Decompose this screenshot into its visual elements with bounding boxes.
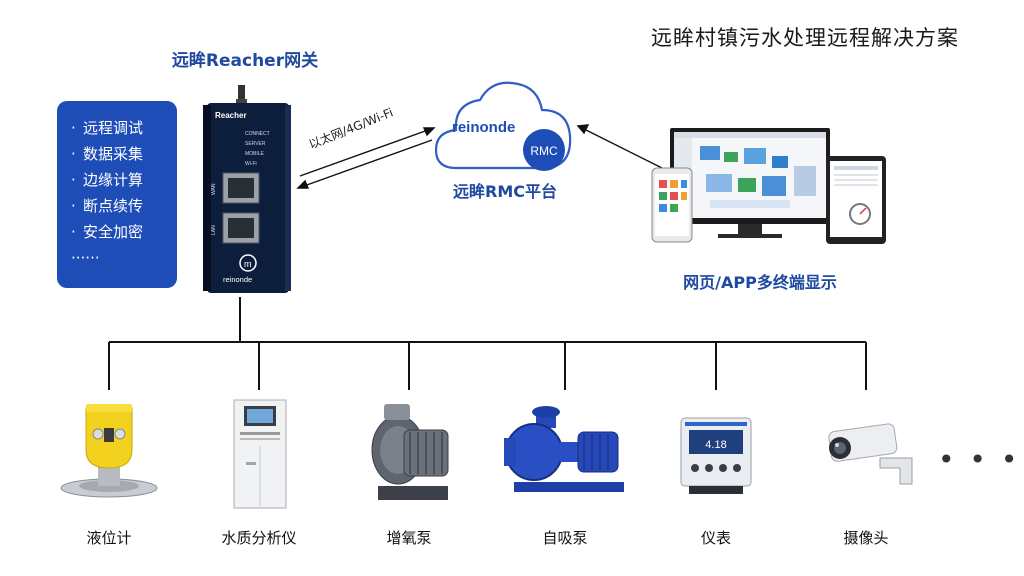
gateway-logo-text: reinonde [223, 275, 252, 284]
camera-icon [828, 423, 913, 485]
led-label: MOBILE [245, 151, 265, 157]
device-label: 增氧泵 [386, 529, 432, 547]
feature-item: ·边缘计算 [71, 171, 144, 189]
cloud-label: 远眸RMC平台 [453, 182, 557, 201]
feature-item: ·远程调试 [71, 119, 144, 137]
cloud-logo-text: reinonde [452, 119, 515, 136]
meter-icon: 4.18 [680, 417, 752, 494]
phone-icon [651, 167, 693, 243]
cloud-icon: reinonde RMC [434, 81, 572, 171]
device-label: 水质分析仪 [221, 529, 297, 547]
svg-text:m: m [244, 259, 252, 269]
feature-item: ·断点续传 [71, 197, 144, 215]
gateway-device: Reacher CONNECT SERVER MOBILE Wi-Fi WAN … [203, 85, 291, 293]
feature-item-more: ······ [71, 249, 100, 267]
device-label: 自吸泵 [542, 529, 588, 547]
monitor-icon [670, 128, 830, 238]
rmc-badge: RMC [530, 144, 558, 158]
water-analyzer-icon [233, 399, 287, 509]
lan-label: LAN [211, 225, 217, 235]
wan-label: WAN [211, 183, 217, 195]
multi-terminal-display [651, 128, 886, 244]
feature-list-box: ·远程调试 ·数据采集 ·边缘计算 ·断点续传 ·安全加密 ······ [57, 101, 177, 288]
page-title: 远眸村镇污水处理远程解决方案 [651, 26, 959, 50]
tablet-icon [826, 156, 886, 244]
terminal-display-label: 网页/APP多终端显示 [683, 273, 837, 292]
meter-value: 4.18 [705, 439, 726, 451]
led-label: Wi-Fi [245, 161, 257, 167]
led-label: SERVER [245, 141, 266, 147]
led-label: CONNECT [245, 131, 270, 137]
aerator-pump-icon [371, 404, 449, 500]
level-gauge-icon [60, 404, 158, 498]
device-label: 液位计 [86, 529, 132, 547]
device-label: 摄像头 [843, 529, 889, 547]
feature-item: ·数据采集 [71, 145, 144, 163]
gateway-brand: Reacher [215, 111, 247, 120]
self-priming-pump-icon [504, 406, 624, 492]
more-devices-ellipsis: • • • [938, 443, 1021, 476]
gateway-label: 远眸Reacher网关 [171, 51, 319, 71]
device-label: 仪表 [700, 529, 731, 547]
gateway-logo-icon [239, 254, 257, 272]
feature-item: ·安全加密 [71, 223, 144, 241]
